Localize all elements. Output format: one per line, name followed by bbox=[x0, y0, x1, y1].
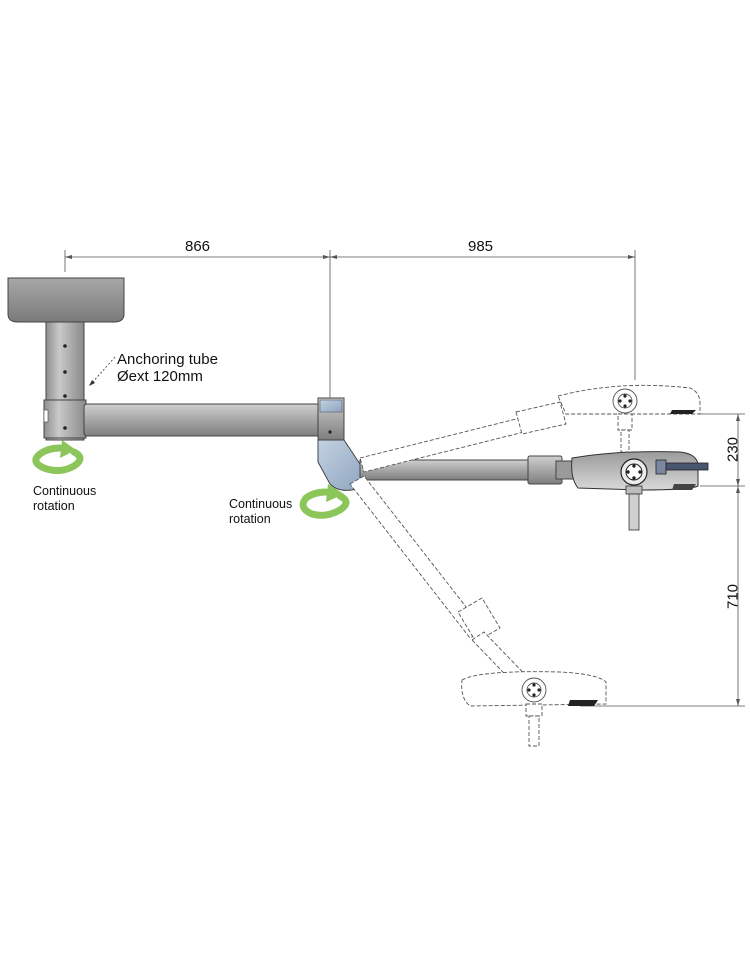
dim-866-label: 866 bbox=[185, 238, 211, 255]
rotation-label-2-line1: Continuous bbox=[229, 497, 293, 511]
main-arm bbox=[83, 403, 323, 437]
dim-710-label: 710 bbox=[724, 583, 742, 610]
rotation-label-1-line2: rotation bbox=[33, 499, 75, 513]
anchoring-tube-line1: Anchoring tube bbox=[117, 351, 218, 368]
dim-985-label: 985 bbox=[468, 238, 494, 255]
lamp-head-middle bbox=[571, 451, 709, 531]
anchoring-tube-label: Anchoring tube Øext 120mm bbox=[117, 351, 218, 385]
rotation-label-2-line2: rotation bbox=[229, 512, 271, 526]
rotation-arrow-1-icon bbox=[32, 440, 84, 475]
anchoring-tube bbox=[43, 321, 87, 441]
middle-arm bbox=[359, 455, 577, 485]
upper-arm-ghost bbox=[359, 384, 701, 473]
rotation-label-2: Continuous rotation bbox=[229, 497, 292, 527]
rotation-label-1-line1: Continuous bbox=[33, 484, 97, 498]
lower-arm-ghost bbox=[349, 475, 607, 747]
anchoring-leader bbox=[89, 356, 116, 386]
elbow-joint bbox=[317, 397, 365, 491]
anchoring-tube-line2: Øext 120mm bbox=[117, 368, 203, 385]
rotation-label-1: Continuous rotation bbox=[33, 484, 96, 514]
dimension-lines bbox=[64, 250, 745, 707]
dim-230-label: 230 bbox=[724, 436, 742, 463]
ceiling-base bbox=[7, 277, 125, 323]
rotation-arrow-2-icon bbox=[299, 484, 350, 519]
